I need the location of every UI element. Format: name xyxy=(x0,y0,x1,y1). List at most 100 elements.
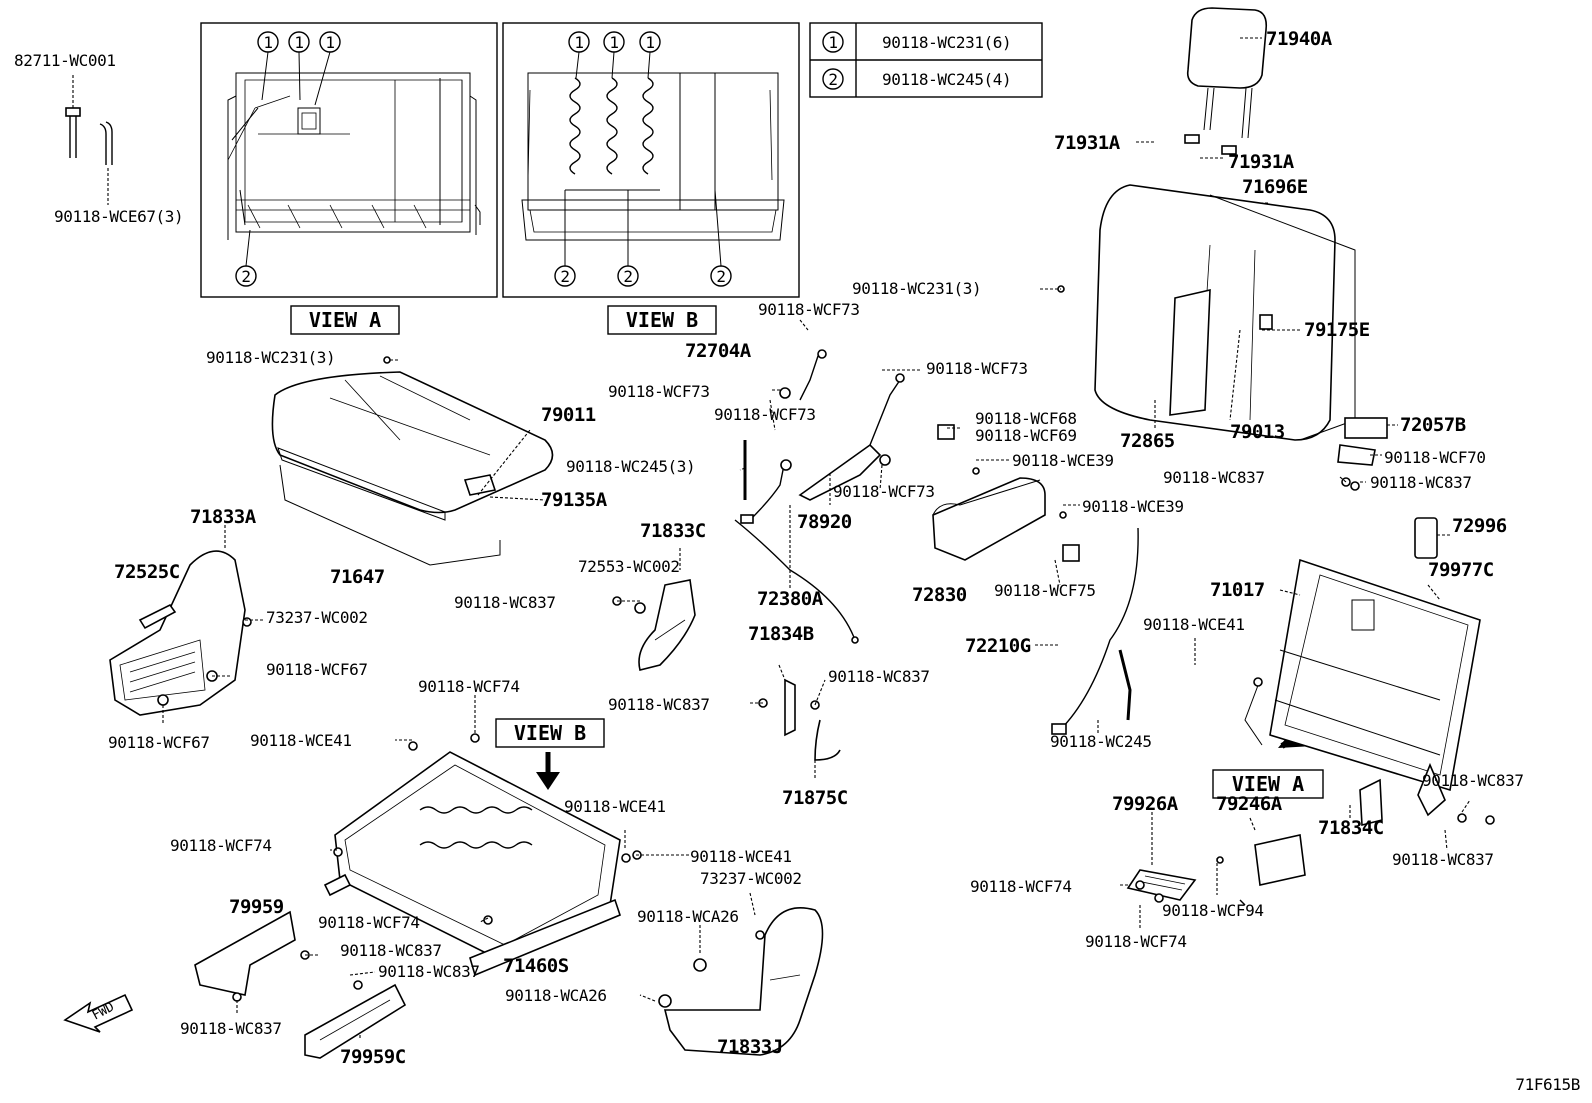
cover-79959c-drawing xyxy=(304,980,407,1059)
label-71833a: 71833A xyxy=(190,506,257,528)
label-79977c: 79977C xyxy=(1428,559,1494,581)
label-90118-wc837: 90118-WC837 xyxy=(1392,850,1494,869)
label-90118-wcf73: 90118-WCF73 xyxy=(833,482,935,501)
label-90118-wc837: 90118-WC837 xyxy=(454,593,556,612)
label-73237-wc002: 73237-WC002 xyxy=(700,869,802,888)
label-72704a: 72704A xyxy=(685,340,752,362)
label-90118-wcf74: 90118-WCF74 xyxy=(970,877,1072,896)
part-79246a-drawing xyxy=(1239,834,1306,906)
callout-1: 1 xyxy=(319,31,341,53)
label-78920: 78920 xyxy=(797,511,852,533)
label-90118-wcf74: 90118-WCF74 xyxy=(1085,932,1187,951)
cover-79959-drawing xyxy=(194,910,310,1002)
switch-72057b-drawing xyxy=(1337,417,1388,491)
callout-1: 1 xyxy=(639,31,661,53)
label-90118-wc837: 90118-WC837 xyxy=(828,667,930,686)
view-a-frame xyxy=(200,22,498,298)
label-72865: 72865 xyxy=(1120,430,1175,452)
label-72057b: 72057B xyxy=(1400,414,1466,436)
label-79135a: 79135A xyxy=(541,489,608,511)
svg-text:2: 2 xyxy=(241,267,250,286)
view-b-label-lower: VIEW B xyxy=(495,718,605,790)
seat-cushion-drawing xyxy=(271,371,554,566)
label-90118-wce41: 90118-WCE41 xyxy=(564,797,666,816)
bolt-82711-drawing xyxy=(65,107,113,165)
label-90118-wcf94: 90118-WCF94 xyxy=(1162,901,1264,920)
label-90118-wcf69: 90118-WCF69 xyxy=(975,426,1077,445)
label-72380a: 72380A xyxy=(757,588,824,610)
label-90118-wce67-3: 90118-WCE67(3) xyxy=(54,207,183,226)
svg-text:1: 1 xyxy=(325,33,334,52)
label-72553-wc002: 72553-WC002 xyxy=(578,557,680,576)
label-72830: 72830 xyxy=(912,584,967,606)
svg-text:1: 1 xyxy=(609,33,618,52)
label-90118-wcf73: 90118-WCF73 xyxy=(758,300,860,319)
view-callouts: 1 1 1 2 1 1 1 2 2 2 xyxy=(235,31,732,287)
label-71875c: 71875C xyxy=(782,787,848,809)
label-71696e: 71696E xyxy=(1242,176,1308,198)
label-90118-wcf73: 90118-WCF73 xyxy=(926,359,1028,378)
label-90118-wc837: 90118-WC837 xyxy=(608,695,710,714)
label-71460s: 71460S xyxy=(503,955,569,977)
cover-71833c-drawing xyxy=(634,579,696,671)
svg-text:2: 2 xyxy=(828,70,837,89)
label-90118-wcf74: 90118-WCF74 xyxy=(418,677,520,696)
svg-text:VIEW A: VIEW A xyxy=(309,308,381,332)
label-90118-wce39: 90118-WCE39 xyxy=(1012,451,1114,470)
label-90118-wca26: 90118-WCA26 xyxy=(505,986,607,1005)
label-90118-wc837: 90118-WC837 xyxy=(340,941,442,960)
label-90118-wcf74: 90118-WCF74 xyxy=(170,836,272,855)
seatback-drawing xyxy=(1094,184,1356,441)
label-90118-wca26: 90118-WCA26 xyxy=(637,907,739,926)
svg-text:2: 2 xyxy=(623,267,632,286)
callout-1: 1 xyxy=(568,31,590,53)
label-90118-wc837: 90118-WC837 xyxy=(1370,473,1472,492)
label-79175e: 79175E xyxy=(1304,319,1370,341)
part-labels: 82711-WC001 90118-WCE67(3) 90118-WC231(3… xyxy=(14,28,1580,1094)
label-90118-wcf75: 90118-WCF75 xyxy=(994,581,1096,600)
label-90118-wc245-3: 90118-WC245(3) xyxy=(566,457,695,476)
part-79926a-drawing xyxy=(1126,869,1197,901)
label-71940a: 71940A xyxy=(1266,28,1333,50)
label-72210g: 72210G xyxy=(965,635,1031,657)
svg-text:1: 1 xyxy=(645,33,654,52)
label-72996: 72996 xyxy=(1452,515,1507,537)
bolt-legend-table: 1 90118-WC231(6) 2 90118-WC245(4) xyxy=(809,22,1043,98)
label-72525c: 72525C xyxy=(114,561,180,583)
label-90118-wcf68: 90118-WCF68 xyxy=(975,409,1077,428)
svg-text:1: 1 xyxy=(263,33,272,52)
label-90118-wce41: 90118-WCE41 xyxy=(1143,615,1245,634)
cover-71833j-drawing xyxy=(658,906,824,1056)
svg-text:2: 2 xyxy=(716,267,725,286)
svg-text:VIEW A: VIEW A xyxy=(1232,772,1304,796)
label-90118-wc231-3: 90118-WC231(3) xyxy=(206,348,335,367)
view-b-label: VIEW B xyxy=(607,305,717,335)
label-90118-wcf70: 90118-WCF70 xyxy=(1384,448,1486,467)
svg-text:1: 1 xyxy=(828,33,837,52)
callout-1: 1 xyxy=(603,31,625,53)
fwd-arrow: FWD xyxy=(63,993,134,1033)
label-71931a: 71931A xyxy=(1228,151,1295,173)
label-79013: 79013 xyxy=(1230,421,1285,443)
label-71833j: 71833J xyxy=(717,1036,783,1058)
label-73237-wc002: 73237-WC002 xyxy=(266,608,368,627)
callout-1: 1 xyxy=(257,31,279,53)
headrest-drawing xyxy=(1184,7,1268,155)
label-82711-wc001: 82711-WC001 xyxy=(14,51,116,70)
part-72996-drawing xyxy=(1414,517,1438,559)
svg-text:1: 1 xyxy=(574,33,583,52)
label-79246a: 79246A xyxy=(1216,793,1283,815)
seatback-frame-drawing xyxy=(1244,558,1481,817)
lever-78920-drawing xyxy=(779,349,905,501)
harness-72210g-drawing xyxy=(1051,527,1139,735)
label-79959: 79959 xyxy=(229,896,284,918)
label-90118-wcf73: 90118-WCF73 xyxy=(608,382,710,401)
label-90118-wc231-3: 90118-WC231(3) xyxy=(852,279,981,298)
callout-2: 2 xyxy=(710,265,732,287)
leader-lines xyxy=(72,37,1471,1041)
label-90118-wcf67: 90118-WCF67 xyxy=(266,660,368,679)
label-79959c: 79959C xyxy=(340,1046,406,1068)
label-90118-wcf74: 90118-WCF74 xyxy=(318,913,420,932)
svg-text:90118-WC245(4): 90118-WC245(4) xyxy=(882,70,1011,89)
